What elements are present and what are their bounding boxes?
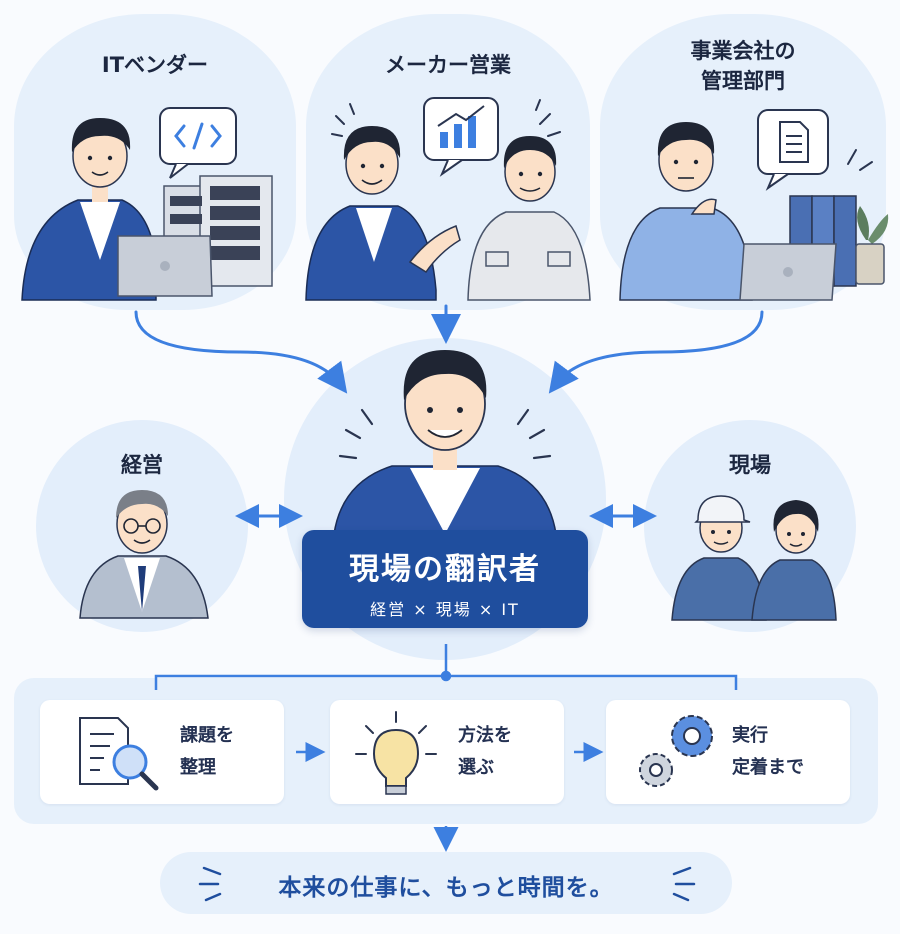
code-bubble-icon (159, 107, 237, 179)
slogan-pill: 本来の仕事に、もっと時間を。 (160, 852, 732, 914)
step-card-execute: 実行 定着まで (606, 700, 850, 804)
translator-badge: 現場の翻訳者 経営 × 現場 × IT (302, 530, 588, 628)
document-bubble-icon (757, 109, 829, 191)
it-vendor-title: ITベンダー (101, 53, 209, 77)
step-label-execute: 実行 定着まで (732, 725, 804, 778)
corp-admin-illustration (619, 109, 889, 301)
manager-illustration (79, 490, 209, 619)
badge-subtitle: 経営 × 現場 × IT (370, 600, 520, 619)
field-title: 現場 (729, 453, 771, 477)
it-vendor-illustration (21, 107, 273, 301)
document-search-icon (79, 717, 159, 791)
maker-sales-illustration (305, 97, 591, 301)
slogan-text: 本来の仕事に、もっと時間を。 (278, 875, 614, 901)
server-rack-icon (163, 175, 273, 287)
chart-bubble-icon (423, 97, 499, 177)
step-label-organize: 課題を 整理 (180, 725, 234, 778)
plant-icon (855, 206, 889, 285)
corp-admin-title-line2: 管理部門 (701, 69, 785, 93)
corp-admin-title: 事業会社の 管理部門 (600, 36, 886, 96)
step-card-choose: 方法を 選ぶ (330, 700, 564, 804)
maker-sales-title: メーカー営業 (385, 53, 511, 77)
connector-tree (154, 644, 738, 852)
slogan-sparkles (198, 866, 696, 902)
lightbulb-icon (355, 711, 437, 795)
gears-icon (639, 715, 713, 787)
step-label-choose: 方法を 選ぶ (458, 725, 512, 778)
field-workers-illustration (671, 495, 837, 621)
translator-illustration (333, 350, 557, 535)
convergence-arrows (134, 304, 764, 394)
badge-title: 現場の翻訳者 (349, 552, 541, 587)
management-title: 経営 (121, 453, 163, 477)
corp-admin-title-line1: 事業会社の (690, 39, 796, 63)
